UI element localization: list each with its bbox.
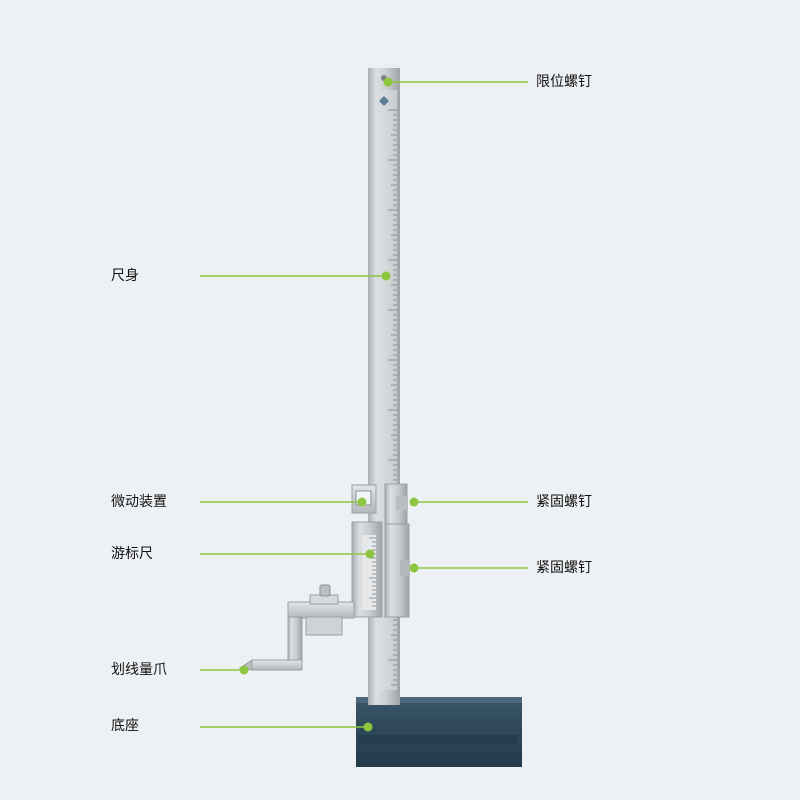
brand-logo-icon xyxy=(379,96,389,106)
base-block xyxy=(356,697,522,767)
label-lock-screw-lower: 紧固螺钉 xyxy=(536,560,592,576)
scriber-arm xyxy=(238,584,355,671)
leader-lines xyxy=(200,77,528,732)
leader-dot-ruler-body xyxy=(381,271,391,281)
label-lock-screw-upper: 紧固螺钉 xyxy=(536,494,592,510)
leader-dot-scriber xyxy=(239,665,249,675)
label-vernier: 游标尺 xyxy=(111,546,153,562)
vernier-slider xyxy=(351,483,410,618)
leader-dot-fine-adjust xyxy=(357,497,367,507)
label-limit-screw: 限位螺钉 xyxy=(536,74,592,90)
label-ruler-body: 尺身 xyxy=(111,268,139,284)
label-scriber: 划线量爪 xyxy=(111,662,167,678)
leader-dot-lock-screw-lower xyxy=(409,563,419,573)
leader-dot-vernier xyxy=(365,549,375,559)
label-base: 底座 xyxy=(111,718,139,734)
leader-dot-base xyxy=(363,722,373,732)
label-fine-adjust: 微动装置 xyxy=(111,494,167,510)
leader-dot-lock-screw-upper xyxy=(409,497,419,507)
leader-dot-limit-screw xyxy=(383,77,393,87)
